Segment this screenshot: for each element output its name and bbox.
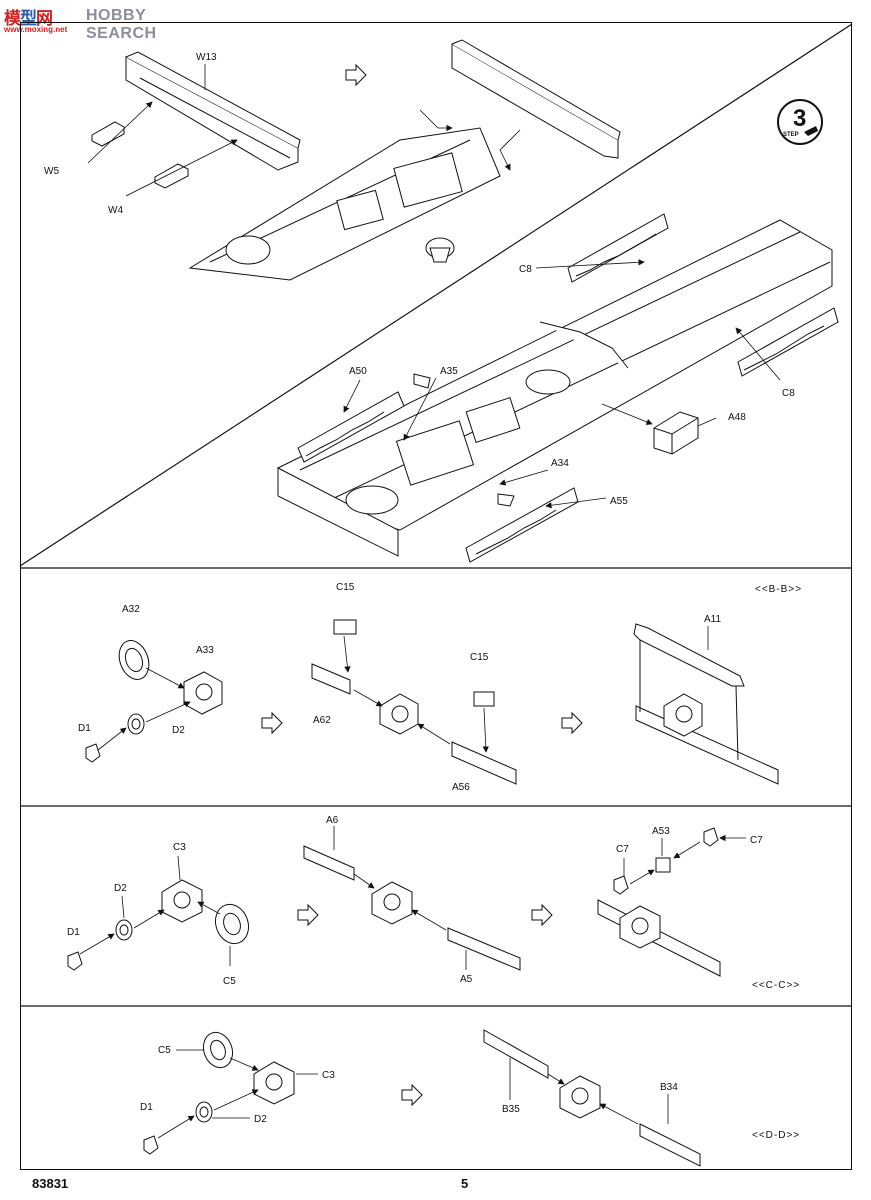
label-d1-b: D1: [78, 723, 91, 734]
chassis-front-view: [188, 39, 621, 281]
sequence-arrow-bb-1: [261, 711, 283, 735]
yoke-d1-b: [85, 743, 101, 763]
label-c8-top: C8: [519, 264, 532, 275]
diff-cover-a32: [118, 640, 150, 680]
label-d2-b: D2: [172, 725, 185, 736]
label-a50: A50: [349, 366, 367, 377]
label-c15-left: C15: [336, 582, 355, 593]
label-a6: A6: [326, 815, 339, 826]
watermark-text: HOBBY SEARCH: [86, 7, 157, 42]
kit-number: 83831: [32, 1176, 69, 1191]
pinion-d2-c: [115, 919, 133, 941]
watermark-logo: 模型网: [4, 9, 53, 29]
label-a11: A11: [704, 614, 721, 625]
leaf-spring-c8-top: [567, 213, 669, 283]
section-label-cc: <<C-C>>: [752, 980, 800, 991]
label-a32: A32: [122, 604, 140, 615]
chassis-full-view: [277, 219, 833, 557]
label-w5: W5: [44, 166, 59, 177]
label-c3-c: C3: [173, 842, 186, 853]
diff-housing-c3: [161, 879, 203, 923]
label-d1-c: D1: [67, 927, 80, 938]
sequence-arrow-bb-2: [561, 711, 583, 735]
label-a53: A53: [652, 826, 670, 837]
label-d2-d: D2: [254, 1114, 267, 1125]
label-a33: A33: [196, 645, 214, 656]
instruction-sheet-border: [20, 22, 852, 1170]
label-c5-d: C5: [158, 1045, 171, 1056]
label-a34: A34: [551, 458, 569, 469]
axle-assembly-cc-mid: [303, 845, 521, 971]
axle-assembly-dd: [483, 1029, 701, 1167]
leaf-spring-a55: [465, 487, 579, 563]
step-number: 3: [793, 105, 806, 132]
label-a35: A35: [440, 366, 458, 377]
label-c5-c: C5: [223, 976, 236, 987]
label-w13: W13: [196, 52, 217, 63]
leaf-spring-c8-right: [737, 307, 839, 377]
page-number: 5: [461, 1176, 469, 1191]
label-b34: B34: [660, 1082, 678, 1093]
pinion-d2-b: [127, 713, 145, 735]
diagonal-divider: [19, 23, 853, 567]
part-a35: [413, 373, 431, 389]
label-a62: A62: [313, 715, 331, 726]
label-c15-right: C15: [470, 652, 489, 663]
yoke-d1-c: [67, 951, 83, 971]
leaf-spring-a50: [297, 391, 405, 463]
pinion-d2-d: [195, 1101, 213, 1123]
label-d1-d: D1: [140, 1102, 153, 1113]
label-a48: A48: [728, 412, 746, 423]
watermark-url: www.moxing.net: [4, 25, 68, 34]
label-d2-c: D2: [114, 883, 127, 894]
label-c7-left: C7: [616, 844, 629, 855]
label-c8-right: C8: [782, 388, 795, 399]
bracket-w4: [154, 163, 189, 189]
sequence-arrow-1: [345, 63, 367, 87]
step-badge: 3 STEP: [777, 99, 823, 145]
step-word: STEP: [783, 132, 799, 138]
diff-cover-c5-d: [202, 1031, 234, 1069]
sequence-arrow-cc-1: [297, 903, 319, 927]
yoke-d1-d: [143, 1135, 159, 1155]
sequence-arrow-cc-2: [531, 903, 553, 927]
sequence-arrow-dd-1: [401, 1083, 423, 1107]
part-a34: [497, 493, 515, 507]
diff-housing-c3-d: [253, 1061, 295, 1105]
fuel-tank-a48: [653, 411, 699, 455]
label-c7-right: C7: [750, 835, 763, 846]
axle-assembly-cc-final: [597, 827, 721, 977]
label-a5: A5: [460, 974, 473, 985]
label-w4: W4: [108, 205, 123, 216]
watermark: 模型网 HOBBY SEARCH www.moxing.net: [4, 4, 174, 42]
label-a55: A55: [610, 496, 628, 507]
label-a56: A56: [452, 782, 470, 793]
axle-assembly-bb-mid: [311, 619, 517, 785]
label-b35: B35: [502, 1104, 520, 1115]
label-c3-d: C3: [322, 1070, 335, 1081]
bumper-w13: [125, 51, 301, 171]
bracket-w5: [91, 121, 125, 147]
diff-housing-a33: [183, 671, 223, 715]
section-label-dd: <<D-D>>: [752, 1130, 800, 1141]
axle-assembly-bb-final: [633, 623, 779, 785]
section-label-bb: <<B-B>>: [755, 584, 802, 595]
diff-cover-c5-c: [214, 903, 250, 945]
